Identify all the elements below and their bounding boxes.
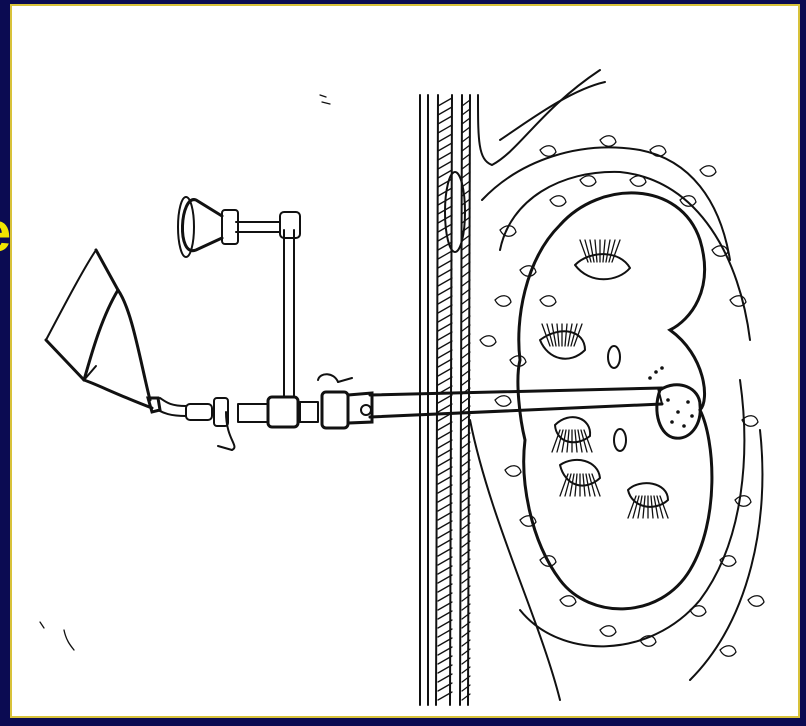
stone-fragment <box>670 420 674 424</box>
margin-marks <box>40 95 330 650</box>
wall-hatch-line <box>462 100 470 106</box>
fat-lobule <box>540 146 556 157</box>
papilla-ray <box>603 240 605 262</box>
wall-hatch-line <box>438 377 452 385</box>
wall-hatch-line <box>438 251 452 259</box>
wall-hatch-line <box>438 341 452 349</box>
papilla-ray <box>595 240 597 262</box>
wall-hatch-line <box>438 296 452 304</box>
wall-hatch-line <box>438 98 452 106</box>
fat-lobule <box>600 626 616 637</box>
fat-lobule <box>495 296 511 307</box>
stone-fragment <box>682 424 686 428</box>
fat-lobule <box>630 176 646 187</box>
wall-hatch-line <box>438 314 452 322</box>
wall-hatch-line <box>438 368 452 376</box>
fat-lobule <box>505 466 521 477</box>
eyepiece <box>178 197 300 396</box>
fat-lobule <box>700 166 716 177</box>
wall-hatch-line <box>438 161 452 169</box>
fat-lobule <box>560 596 576 607</box>
body-wall-layers <box>420 95 470 705</box>
wall-hatch-line <box>438 269 452 277</box>
wall-hatch-line <box>438 332 452 340</box>
perirenal-fat <box>470 70 764 700</box>
valve-stopcocks <box>186 374 372 450</box>
wall-hatch-line <box>462 127 470 133</box>
wall-hatch-line <box>438 125 452 133</box>
wall-hatch-line <box>438 107 452 115</box>
wall-hatch-line <box>438 305 452 313</box>
wall-hatch-line <box>462 145 470 151</box>
wall-hatch-line <box>462 136 470 142</box>
papilla-ray <box>592 474 600 496</box>
funnel-inlet <box>46 250 186 416</box>
wall-hatch-line <box>438 395 452 403</box>
stone-fragment <box>686 400 690 404</box>
renal-pelvis-opening <box>608 346 620 368</box>
fat-lobule <box>550 196 566 207</box>
renal-pelvis-opening <box>614 429 626 451</box>
wall-hatch-line <box>438 359 452 367</box>
papilla-ray <box>574 324 582 346</box>
stone-fragment <box>654 370 658 374</box>
wall-hatch-line <box>438 233 452 241</box>
wall-hatch-line <box>438 350 452 358</box>
papilla-ray <box>612 240 620 262</box>
wall-hatch-line <box>438 134 452 142</box>
wall-hatch-line <box>438 152 452 160</box>
papilla-ray <box>557 324 559 346</box>
fat-lobule <box>600 136 616 147</box>
fat-lobule <box>690 606 706 617</box>
nephroscope-sheath <box>370 388 662 417</box>
stone-fragment <box>648 376 652 380</box>
wall-hatch-line <box>438 287 452 295</box>
papilla-ray <box>565 324 567 346</box>
wall-hatch-line <box>438 422 452 430</box>
fat-lobule <box>720 646 736 657</box>
stone-fragment <box>666 398 670 402</box>
fat-lobule <box>748 596 764 607</box>
papilla-ray <box>575 430 577 452</box>
fat-lobule <box>495 396 511 407</box>
fat-lobule <box>540 296 556 307</box>
stone-fragment <box>676 410 680 414</box>
kidney <box>518 193 712 609</box>
fat-lobule <box>735 496 751 507</box>
wall-hatch-line <box>438 116 452 124</box>
wall-hatch-line <box>438 404 452 412</box>
wall-hatch-line <box>438 143 452 151</box>
stone-fragment <box>660 366 664 370</box>
papilla-ray <box>660 496 668 518</box>
fat-lobule <box>580 176 596 187</box>
wall-hatch-line <box>438 323 452 331</box>
wall-hatch-line <box>438 278 452 286</box>
wall-hatch-line <box>462 118 470 124</box>
fat-lobule <box>712 246 728 257</box>
papilla-ray <box>560 474 568 496</box>
fat-lobule <box>480 336 496 347</box>
wall-hatch-line <box>438 260 452 268</box>
wall-hatch-line <box>462 109 470 115</box>
stone-fragment <box>690 414 694 418</box>
